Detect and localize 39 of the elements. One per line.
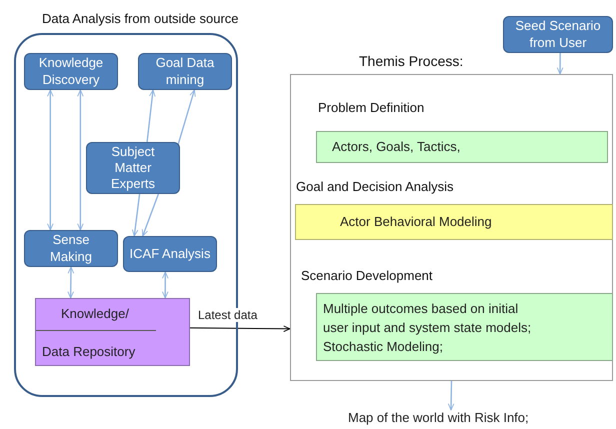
section-heading: Goal and Decision Analysis <box>296 179 454 194</box>
box-label: Seed Scenario from User <box>514 18 602 51</box>
step-text: Actor Behavioral Modeling <box>340 214 492 229</box>
process-box <box>138 53 232 90</box>
step-text: Actors, Goals, Tactics, <box>332 139 460 154</box>
arrow <box>448 380 454 410</box>
arrow <box>146 90 156 142</box>
process-box <box>24 230 118 267</box>
section-heading: Scenario Development <box>301 268 433 283</box>
step-box <box>316 131 608 163</box>
process-box <box>86 142 180 194</box>
box-label: ICAF Analysis <box>130 246 210 262</box>
repository-label: Data Repository <box>42 344 136 359</box>
panel-heading: Themis Process: <box>359 53 464 69</box>
arrow <box>47 90 54 230</box>
group-heading: Data Analysis from outside source <box>42 11 239 26</box>
arrow <box>132 194 140 236</box>
edge-label: Latest data <box>197 308 258 322</box>
output-text: Map of the world with Risk Info; <box>348 410 554 428</box>
box-label: Knowledge Discovery <box>38 55 104 88</box>
input-box <box>503 16 613 53</box>
arrow <box>142 194 159 236</box>
box-label: Subject Matter Experts <box>110 144 156 192</box>
repository-label: Knowledge/ <box>61 306 129 321</box>
box-label: Goal Data mining <box>154 55 216 88</box>
step-text: Multiple outcomes based on initial user input and system state models; Stochastic Modeling; <box>323 300 532 356</box>
step-box <box>316 293 613 361</box>
arrow <box>77 90 84 230</box>
process-box <box>24 53 118 90</box>
repository-box <box>35 298 190 366</box>
arrow <box>190 326 290 332</box>
box-label: Sense Making <box>49 232 93 265</box>
section-heading: Problem Definition <box>318 100 424 115</box>
arrow <box>162 272 168 298</box>
arrow <box>68 266 74 298</box>
step-box <box>295 204 613 240</box>
arrow <box>556 53 564 74</box>
process-box <box>123 236 217 272</box>
arrow <box>178 90 196 145</box>
